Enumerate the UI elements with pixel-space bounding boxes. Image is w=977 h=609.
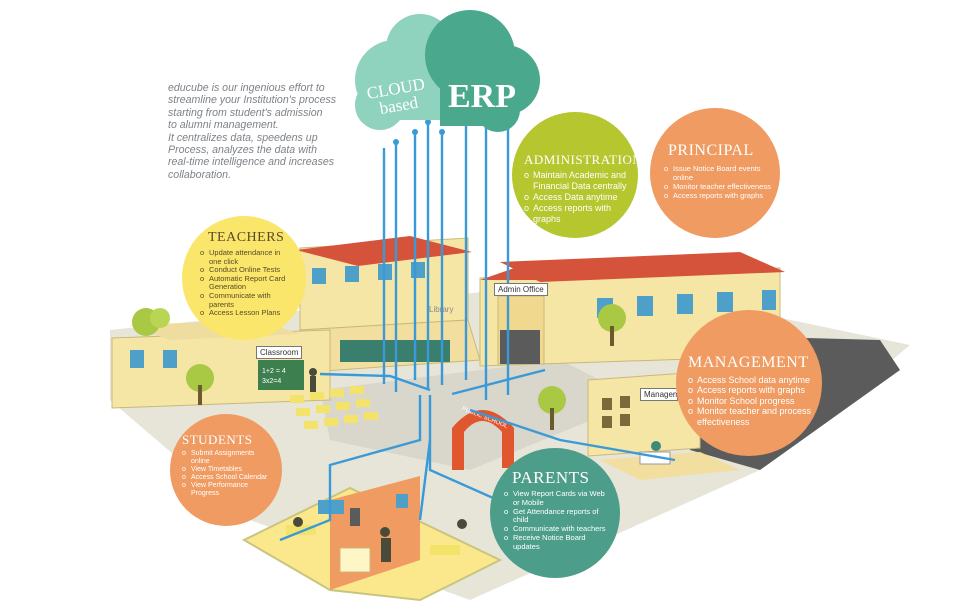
intro-line: Process, analyzes the data with [168,144,317,157]
students-item: Access School Calendar [182,474,272,482]
intro-line: collaboration. [168,168,232,181]
teachers-item: Update attendance in one click [200,248,292,266]
parents-item: Get Attendance reports of child [504,507,608,526]
parents-item: View Report Cards via Web or Mobile [504,489,608,508]
management-item: Access School data anytime [688,375,820,386]
students-title: STUDENTS [182,432,253,447]
classroom-sign: Classroom [256,346,303,359]
intro-text: educube is our ingenious effort to strea… [168,82,368,181]
teachers-item: Conduct Online Tests [200,266,292,275]
administration-item: Access reports with graphs [524,203,636,225]
principal-item: Issue Notice Board events online [664,164,772,182]
erp-cloud [355,10,540,132]
principal-item: Monitor teacher effectiveness [664,182,772,191]
principal-bubble: PRINCIPAL Issue Notice Board events onli… [650,108,780,238]
board-line-1: 1+2 = 4 [262,368,286,375]
administration-bubble: ADMINISTRATION Maintain Academic and Fin… [512,112,643,238]
management-item: Monitor School progress [688,396,820,407]
management-bubble: MANAGEMENT Access School data anytime Ac… [676,310,822,456]
principal-item: Access reports with graphs [664,191,772,200]
admin-building [479,252,785,367]
teachers-item: Access Lesson Plans [200,309,292,318]
admin-office-sign: Admin Office [494,283,548,296]
administration-title: ADMINISTRATION [524,152,643,167]
parents-bubble: PARENTS View Report Cards via Web or Mob… [490,448,620,578]
intro-line: educube is our ingenious effort to [168,82,325,94]
parents-item: Receive Notice Board updates [504,533,608,552]
parents-house [241,476,503,602]
management-item: Access reports with graphs [688,385,820,396]
teachers-item: Communicate with parents [200,291,292,309]
teachers-title: TEACHERS [208,230,285,245]
students-item: View Performance Progress [182,482,272,498]
teachers-bubble: TEACHERS Update attendance in one click … [182,216,306,340]
students-item: Submit Assignments online [182,450,272,466]
students-bubble: STUDENTS Submit Assignments online View … [170,414,282,526]
management-title: MANAGEMENT [688,354,809,371]
students-item: View Timetables [182,466,272,474]
intro-line: It centralizes data, speedens up [168,131,318,144]
management-item: Monitor teacher and process effectivenes… [688,406,820,427]
intro-line: real-time intelligence and increases [168,156,335,169]
teachers-item: Automatic Report Card Generation [200,274,292,292]
intro-line: starting from student's admission [168,106,323,119]
administration-item: Access Data anytime [524,192,636,203]
classroom-desks [290,368,378,429]
cloud-label-erp: ERP [448,78,516,115]
management-sign: Management [640,388,678,401]
parents-item: Communicate with teachers [504,524,608,534]
trees [186,304,626,430]
board-line-2: 3x2=4 [262,378,281,385]
parents-title: PARENTS [512,468,590,487]
administration-item: Maintain Academic and Financial Data cen… [524,170,636,192]
principal-title: PRINCIPAL [668,142,754,159]
intro-line: to alumni management. [168,119,279,132]
intro-line: streamline your Institution's process [168,94,337,107]
connection-lines [279,112,676,542]
library-sign: Library [429,305,454,314]
